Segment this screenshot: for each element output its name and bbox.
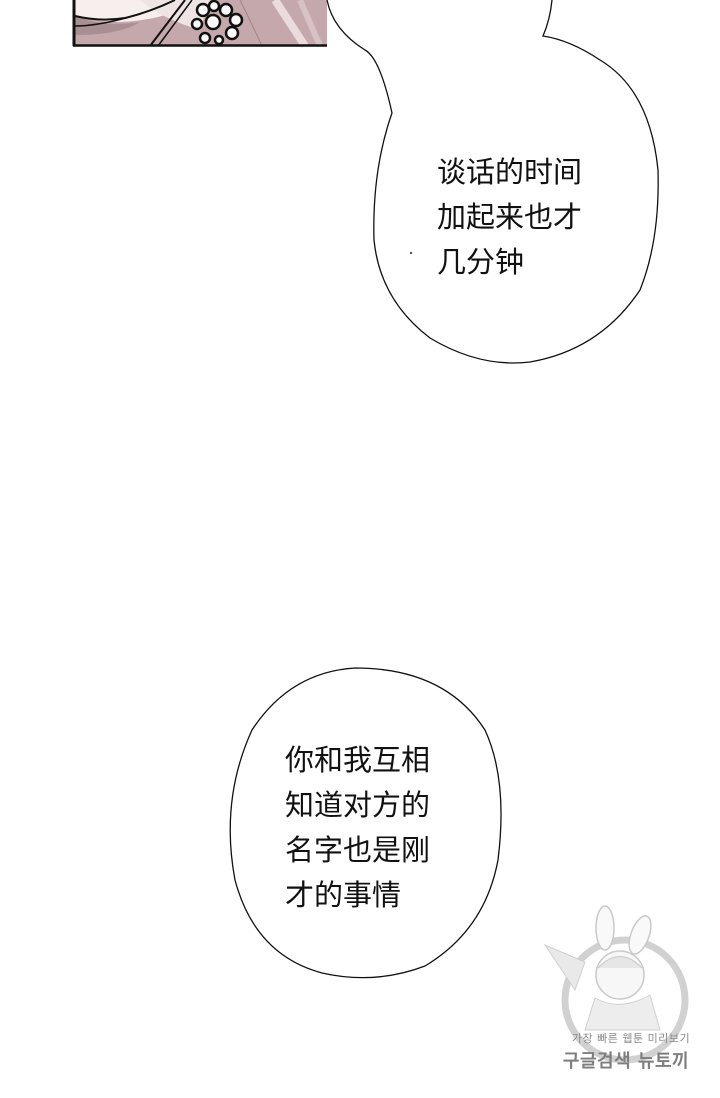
watermark: 가장 빠른 웹툰 미리보기 구글검색 뉴토끼 [535, 900, 715, 1085]
bubble-2-line: 你和我互相 [285, 743, 431, 777]
speech-bubble-2-outline [229, 667, 502, 979]
bubble-1-line: 几分钟 [437, 245, 525, 279]
bubble-2-line: 才的事情 [285, 878, 402, 912]
top-illustration-panel [72, 0, 327, 49]
bubble-1-line: 加起来也才 [437, 200, 583, 234]
watermark-brand: 구글검색 뉴토끼 [562, 1051, 690, 1072]
ornament-icon [190, 0, 244, 46]
watermark-tagline: 가장 빠른 웹툰 미리보기 [571, 1032, 691, 1045]
bubble-2-line: 知道对方的 [285, 788, 431, 822]
bubble-1-line: 谈话的时间 [437, 155, 583, 189]
speech-bubble-2-text: 你和我互相 知道对方的 名字也是刚 才的事情 [285, 738, 430, 918]
bubble-2-line: 名字也是刚 [285, 833, 431, 867]
speech-bubble-1-text: 谈话的时间 加起来也才 几分钟 [437, 150, 582, 285]
watermark-logo-icon [543, 905, 689, 1064]
speech-bubble-1-outline [326, 0, 659, 364]
